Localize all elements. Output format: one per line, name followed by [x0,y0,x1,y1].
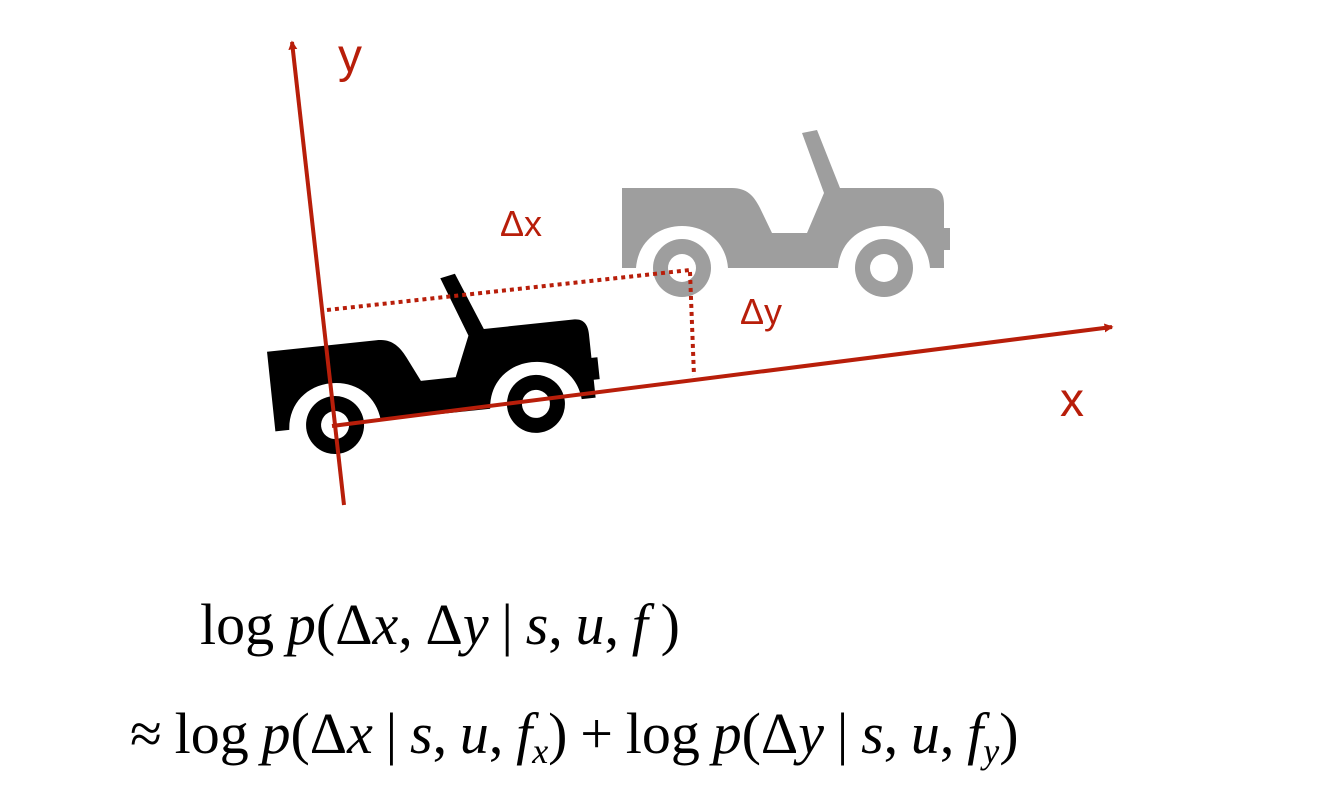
delta-y-projection [688,271,696,377]
x-axis-label: x [1060,374,1084,427]
delta-x-projection [326,268,691,312]
delta-x-label: Δx [500,203,542,244]
x-axis [331,323,1114,428]
jeep-coordinate-diagram: y x Δx Δy [260,30,1114,506]
jeep-black-icon [260,259,606,468]
y-axis [288,40,346,506]
delta-y-label: Δy [740,291,782,332]
y-axis-label: y [338,30,362,83]
jeep-gray-icon [622,130,950,304]
